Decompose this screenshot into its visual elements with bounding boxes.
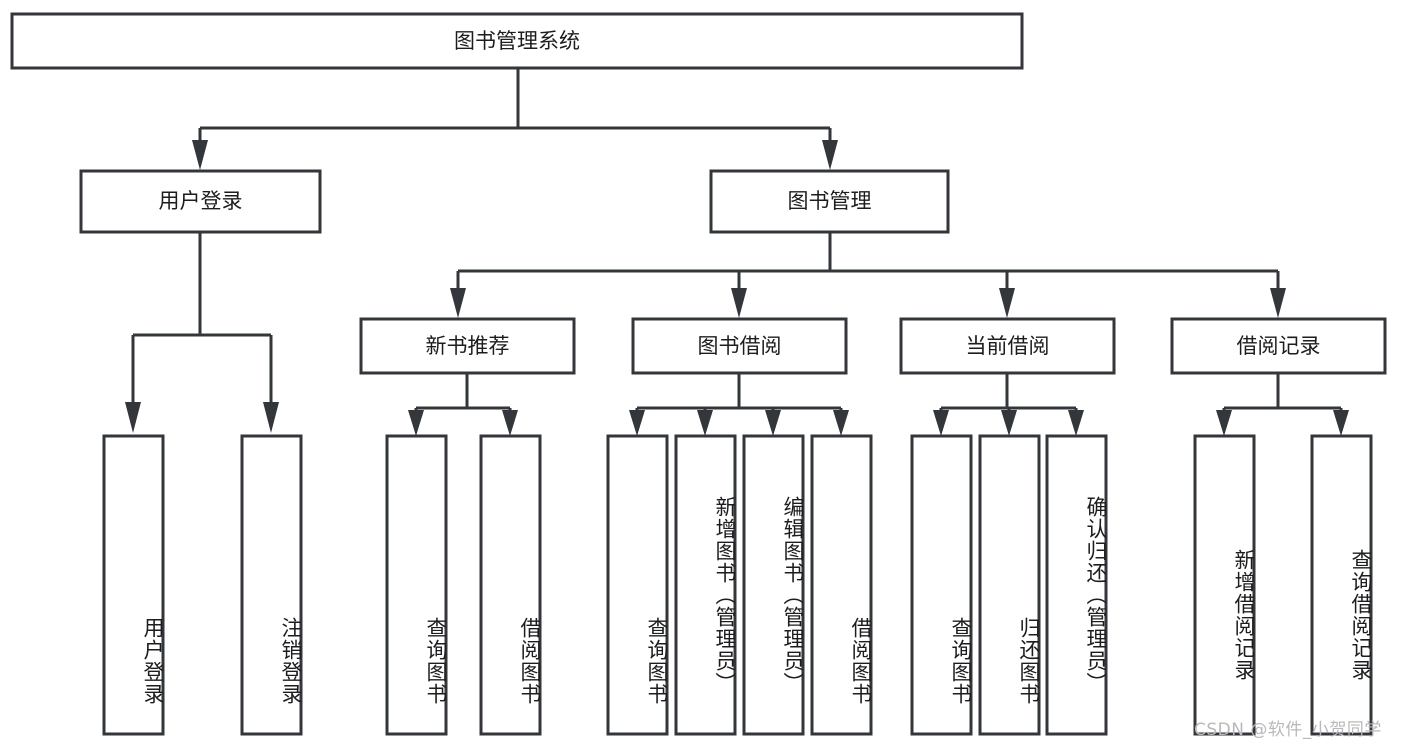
arrowhead-root-to-book-management <box>822 140 838 170</box>
node-book-borrow[interactable] <box>631 317 848 375</box>
arrowhead-cb-leaf-3 <box>1068 410 1084 436</box>
arrowhead-bm-to-new-book-recommend <box>450 288 466 318</box>
node-borrow-records[interactable] <box>1170 317 1387 375</box>
node-leaf-cb-return-book[interactable] <box>978 434 1041 736</box>
node-leaf-bb-edit-book-admin[interactable] <box>742 434 805 736</box>
arrowhead-nbr-leaf-1 <box>408 410 424 436</box>
arrowhead-bb-leaf-3 <box>765 410 781 436</box>
arrowhead-bb-leaf-2 <box>697 410 713 436</box>
node-leaf-bb-borrow-book[interactable] <box>810 434 873 736</box>
arrowhead-bm-to-book-borrow <box>731 288 747 318</box>
node-current-borrow[interactable] <box>899 317 1116 375</box>
arrowhead-user-login-leaf-2 <box>263 402 279 433</box>
node-leaf-bb-query-book[interactable] <box>606 434 669 736</box>
node-book-management[interactable] <box>709 169 950 234</box>
node-leaf-br-add-record[interactable] <box>1193 434 1256 736</box>
node-leaf-cb-query-book[interactable] <box>910 434 973 736</box>
arrowhead-bb-leaf-1 <box>629 410 645 436</box>
arrowhead-user-login-leaf-1 <box>125 402 141 433</box>
node-leaf-br-query-record[interactable] <box>1310 434 1373 736</box>
node-root-book-management-system[interactable] <box>10 12 1024 70</box>
arrowhead-br-leaf-2 <box>1333 410 1349 436</box>
node-leaf-nbr-borrow-book[interactable] <box>479 434 542 736</box>
node-user-login[interactable] <box>79 169 322 234</box>
node-leaf-logout[interactable] <box>240 434 303 736</box>
node-leaf-cb-confirm-return-admin[interactable] <box>1045 434 1108 736</box>
node-new-book-recommend[interactable] <box>359 317 576 375</box>
arrowhead-cb-leaf-1 <box>933 410 949 436</box>
node-leaf-bb-add-book-admin[interactable] <box>674 434 737 736</box>
arrowhead-bm-to-current-borrow <box>999 288 1015 318</box>
arrowhead-cb-leaf-2 <box>1001 410 1017 436</box>
arrowhead-nbr-leaf-2 <box>502 410 518 436</box>
arrowhead-bm-to-borrow-records <box>1270 288 1286 318</box>
node-leaf-nbr-query-book[interactable] <box>385 434 448 736</box>
node-leaf-user-login[interactable] <box>102 434 165 736</box>
arrowhead-br-leaf-1 <box>1216 410 1232 436</box>
arrowhead-root-to-user-login <box>192 140 208 170</box>
arrowhead-bb-leaf-4 <box>833 410 849 436</box>
